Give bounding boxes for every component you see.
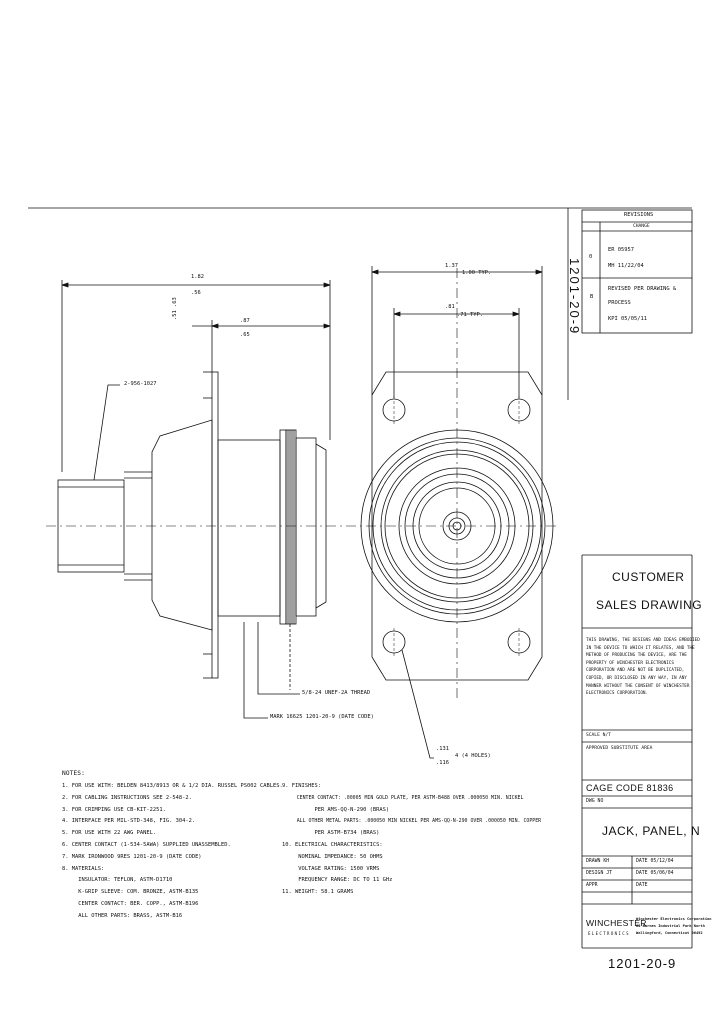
notice-line: CORPORATION AND ARE NOT BE DUPLICATED,: [586, 668, 685, 674]
customer-heading-1: CUSTOMER: [612, 570, 685, 584]
rev-b-line1: REVISED PER DRAWING &: [608, 286, 677, 292]
proprietary-notice: THIS DRAWING, THE DESIGNS AND IDEAS EMBO…: [586, 637, 700, 698]
notes-col2: 9. FINISHES: CENTER CONTACT: .00005 MIN …: [282, 781, 578, 899]
scale-label: SCALE N/T: [586, 733, 611, 738]
design-by: DESIGN JT: [586, 871, 612, 876]
cable-sleeve: [57, 479, 125, 573]
approved-date: DATE: [636, 883, 648, 888]
notice-line: COPIED, OR DISCLOSED IN ANY WAY, IN ANY: [586, 675, 687, 681]
body: [217, 439, 281, 617]
company-info-2: 62 Barnes Industrial Park North: [636, 924, 705, 928]
rev-a-line1: ER 05957: [608, 247, 634, 253]
note-line: PER ASTM-B734 (BRAS): [282, 830, 380, 837]
note-line: 5. FOR USE WITH 22 AWG PANEL.: [62, 830, 157, 837]
rev-b-letter: B: [590, 294, 594, 300]
rev-b-line3: KPI 05/05/11: [608, 316, 647, 322]
revisions-title: REVISIONS: [624, 212, 654, 218]
note-line: 4. INTERFACE PER MIL-STD-348, FIG. 304-2…: [62, 818, 196, 825]
callout-thread: 5/8-24 UNEF-2A THREAD: [302, 690, 371, 696]
note-line: VOLTAGE RATING: 1500 VRMS: [282, 865, 380, 872]
note-line: 6. CENTER CONTACT (1-534-5AWA) SUPPLIED …: [62, 841, 231, 848]
note-line: FREQUENCY RANGE: DC TO 11 GHz: [282, 877, 393, 884]
note-line: 1. FOR USE WITH: BELDEN 8413/8913 OR & 1…: [62, 783, 283, 789]
note-line: 2. FOR CABLING INSTRUCTIONS SEE 2-548-2.: [62, 794, 192, 801]
notice-line: IN THE DEVICE TO WHICH IT RELATES, AND T…: [586, 645, 695, 651]
approved-substitute: APPROVED SUBSTITUTE AREA: [586, 746, 653, 751]
note-line: CENTER CONTACT: .00005 MIN GOLD PLATE, P…: [282, 794, 524, 801]
callout-mark: MARK 16625 1201-20-9 (DATE CODE): [270, 714, 374, 720]
note-line: 9. FINISHES:: [282, 783, 321, 789]
cage-code: CAGE CODE 81836: [586, 783, 674, 793]
notice-line: THIS DRAWING, THE DESIGNS AND IDEAS EMBO…: [586, 638, 700, 643]
customer-heading-2: SALES DRAWING: [596, 598, 703, 612]
dim-inner-b: .71 TYP.: [457, 312, 483, 318]
notice-line: ELECTRONICS CORPORATION.: [586, 691, 649, 697]
revision-block: [581, 209, 693, 334]
dim-overall-b: .56: [191, 290, 201, 296]
callout-cable: 2-956-1027: [124, 381, 157, 387]
company-info-3: Wallingford, Connecticut 06492: [636, 931, 703, 935]
dim-sub-a: .87: [240, 318, 250, 324]
outer-ring: [360, 429, 554, 623]
note-line: PER AMS-QQ-N-290 (BRAS): [282, 806, 390, 813]
note-line: 3. FOR CRIMPING USE CB-KIT-2251.: [62, 806, 166, 813]
notice-line: PROPERTY OF WINCHESTER ELECTRONICS: [586, 660, 674, 666]
note-line: ALL OTHER PARTS: BRASS, ASTM-B16: [62, 912, 183, 919]
dim-sub-b: .65: [240, 332, 250, 338]
hole-dim-a: .131: [436, 746, 449, 752]
square-flange: [371, 371, 543, 681]
note-line: 8. MATERIALS:: [62, 865, 105, 872]
hole-dim-c: 4 (4 HOLES): [455, 753, 491, 759]
notice-line: METHOD OF PRODUCING THE DEVICE, ARE THE: [586, 653, 687, 659]
note-line: INSULATOR: TEFLON, ASTM-D1710: [62, 877, 173, 884]
dim-overall-a: 1.82: [191, 274, 204, 280]
revisions-col-header: CHANGE: [633, 224, 650, 229]
vertical-part-number: 1201-20-9: [567, 258, 582, 336]
company-logo: WINCHESTER: [586, 918, 647, 928]
dim-left-height: .51 .63: [172, 297, 178, 320]
note-line: 10. ELECTRICAL CHARACTERISTICS:: [282, 841, 383, 848]
company-sub: ELECTRONICS: [588, 931, 630, 936]
notice-line: MANNER WITHOUT THE CONSENT OF WINCHESTER: [586, 683, 690, 689]
flange: [211, 371, 219, 679]
dwg-no: DWG NO: [586, 799, 604, 804]
drawn-date: DATE 05/12/04: [636, 859, 674, 864]
note-line: CENTER CONTACT: BER. COPP., ASTM-B196: [62, 900, 199, 907]
approved-by: APPR: [586, 883, 598, 888]
rev-a-line2: MH 11/22/04: [608, 263, 644, 269]
rev-a-letter: 0: [589, 254, 593, 260]
notes-col1: 1. FOR USE WITH: BELDEN 8413/8913 OR & 1…: [62, 781, 284, 923]
part-title: JACK, PANEL, N: [602, 824, 701, 838]
dim-square-b: 1.00 TYP.: [462, 270, 492, 276]
part-number: 1201-20-9: [608, 956, 677, 971]
note-line: K-GRIP SLEEVE: COM. BRONZE, ASTM-B135: [62, 889, 199, 896]
dim-square-a: 1.37: [445, 263, 458, 269]
rev-b-line2: PROCESS: [608, 300, 631, 306]
drawn-by: DRAWN KH: [586, 859, 610, 864]
dim-inner-a: .81: [445, 304, 455, 310]
company-info-1: Winchester Electronics Corporation: [636, 917, 712, 921]
notes-title: NOTES:: [62, 770, 85, 777]
note-line: ALL OTHER METAL PARTS: .000050 MIN NICKE…: [282, 818, 542, 825]
note-line: 7. MARK IRONWOOD 9RES 1201-20-9 (DATE CO…: [62, 853, 202, 860]
note-line: 11. WEIGHT: 58.1 GRAMS: [282, 889, 354, 896]
hole-dim-b: .116: [436, 760, 449, 766]
design-date: DATE 05/06/04: [636, 871, 674, 876]
note-line: NOMINAL IMPEDANCE: 50 OHMS: [282, 853, 383, 860]
